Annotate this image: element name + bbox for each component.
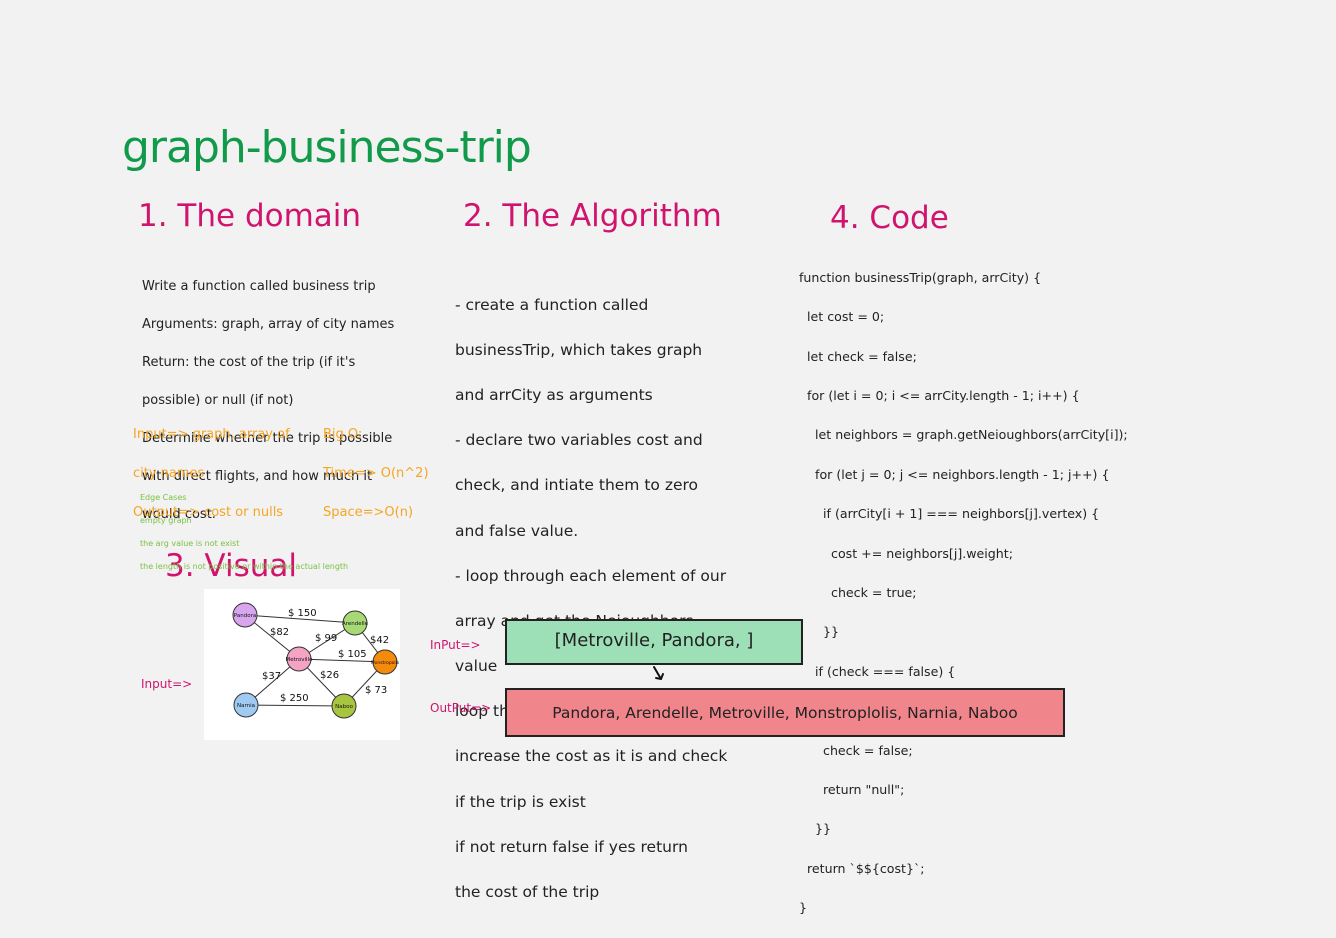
code-heading: 4. Code xyxy=(830,200,949,236)
output-value: Pandora, Arendelle, Metroville, Monstrop… xyxy=(552,703,1018,722)
code-line: let check = false; xyxy=(799,348,917,364)
code-line: let neighbors = graph.getNeioughbors(arr… xyxy=(799,427,1128,443)
algo-line: value xyxy=(455,657,498,676)
io-description: Input=> graph, array of city names Outpu… xyxy=(133,405,290,542)
edge-line: the length is not positive or within the… xyxy=(140,561,349,571)
algo-line: and arrCity as arguments xyxy=(455,385,653,404)
algo-line: increase the cost as it is and check xyxy=(455,747,728,766)
edge-line: empty graph xyxy=(140,515,192,525)
edge-metroville-monstropolis xyxy=(298,658,386,663)
code-line: for (let i = 0; i <= arrCity.length - 1;… xyxy=(799,387,1080,403)
bigo-line: Time=> O(n^2) xyxy=(323,465,429,481)
edge-label: $ 250 xyxy=(280,693,309,704)
input-label: InPut=> xyxy=(430,638,481,652)
bigo-line: Space=>O(n) xyxy=(323,504,414,520)
svg-text:Arendelle: Arendelle xyxy=(342,621,369,627)
domain-line: possible) or null (if not) xyxy=(142,393,294,408)
big-o: Big O: Time=> O(n^2) Space=>O(n) xyxy=(323,405,429,542)
code-line: check = true; xyxy=(799,584,917,600)
algo-line: if the trip is exist xyxy=(455,792,586,811)
edge-line: the arg value is not exist xyxy=(140,538,240,548)
edge-label: $ 99 xyxy=(315,633,337,644)
node-monstropolis: Monstropolis xyxy=(371,649,400,675)
algo-line: if not return false if yes return xyxy=(455,837,688,856)
arrow-down-icon xyxy=(653,666,664,681)
domain-line: Return: the cost of the trip (if it's xyxy=(142,355,356,370)
edge-label: $42 xyxy=(370,635,389,646)
svg-text:Narnia: Narnia xyxy=(237,703,255,709)
graph-diagram: $ 150 $82 $ 99 $42 $ 105 $37 $26 $ 250 $… xyxy=(204,589,400,740)
code-line: }} xyxy=(799,624,840,640)
svg-text:Monstropolis: Monstropolis xyxy=(371,660,400,666)
domain-heading: 1. The domain xyxy=(138,198,362,234)
code-line: cost += neighbors[j].weight; xyxy=(799,545,1013,561)
code-line: let cost = 0; xyxy=(799,309,885,325)
domain-line: with direct flights, and how much it xyxy=(142,469,373,484)
visual-input-label: Input=> xyxy=(141,677,193,691)
input-value: [Metroville, Pandora, ] xyxy=(554,629,754,651)
code-line: return `$${cost}`; xyxy=(799,860,925,876)
edge-cases: Edge Cases empty graph the arg value is … xyxy=(140,480,348,584)
node-naboo: Naboo xyxy=(331,693,357,719)
page-title: graph-business-trip xyxy=(122,122,532,173)
io-line: Input=> graph, array of xyxy=(133,426,290,442)
code-line: check = false; xyxy=(799,742,913,758)
edge-line: Edge Cases xyxy=(140,492,187,502)
algorithm-description: - create a function called businessTrip,… xyxy=(455,271,727,926)
domain-line: would cost. xyxy=(142,507,216,522)
algo-line: check, and intiate them to zero xyxy=(455,476,699,495)
code-line: } xyxy=(799,900,808,916)
algo-line: - declare two variables cost and xyxy=(455,431,703,450)
svg-text:Naboo: Naboo xyxy=(335,704,353,710)
bigo-line: Big O: xyxy=(323,426,363,442)
code-line: if (check === false) { xyxy=(799,663,956,679)
io-line: city names xyxy=(133,465,205,481)
code-line: if (arrCity[i + 1] === neighbors[j].vert… xyxy=(799,506,1100,522)
algo-line: - loop through each element of our xyxy=(455,566,727,585)
domain-line: Determine whether the trip is possible xyxy=(142,431,393,446)
edge-label: $37 xyxy=(262,671,281,682)
code-line: return "null"; xyxy=(799,781,905,797)
svg-text:Metroville: Metroville xyxy=(285,657,313,663)
svg-text:Pandora: Pandora xyxy=(234,613,256,619)
edge-label: $ 73 xyxy=(365,685,387,696)
code-line: function businessTrip(graph, arrCity) { xyxy=(799,269,1042,285)
domain-line: Write a function called business trip xyxy=(142,279,376,294)
node-arendelle: Arendelle xyxy=(342,610,369,636)
io-line: Output=> cost or nulls xyxy=(133,504,284,520)
edge-label: $82 xyxy=(270,627,289,638)
edge-narnia-naboo xyxy=(245,704,345,707)
algo-line: the cost of the trip xyxy=(455,883,600,902)
output-label: OutPut=> xyxy=(430,701,492,715)
output-box: Pandora, Arendelle, Metroville, Monstrop… xyxy=(505,688,1065,737)
node-pandora: Pandora xyxy=(232,602,258,628)
edge-label: $ 150 xyxy=(288,608,317,619)
code-line: }} xyxy=(799,821,832,837)
algo-line: businessTrip, which takes graph xyxy=(455,340,703,359)
code-line: for (let j = 0; j <= neighbors.length - … xyxy=(799,466,1110,482)
edge-label: $26 xyxy=(320,670,339,681)
algo-line: - create a function called xyxy=(455,295,649,314)
domain-line: Arguments: graph, array of city names xyxy=(142,317,395,332)
visual-heading: 3. Visual xyxy=(165,548,297,584)
algorithm-heading: 2. The Algorithm xyxy=(463,198,722,234)
input-box: [Metroville, Pandora, ] xyxy=(505,619,803,665)
edge-label: $ 105 xyxy=(338,649,367,660)
node-narnia: Narnia xyxy=(233,692,259,718)
graph-svg: $ 150 $82 $ 99 $42 $ 105 $37 $26 $ 250 $… xyxy=(232,602,400,719)
algo-line: and false value. xyxy=(455,521,579,540)
node-metroville: Metroville xyxy=(285,646,313,672)
domain-description: Write a function called business trip Ar… xyxy=(142,258,394,543)
edge-pandora-arendelle xyxy=(244,614,356,624)
code-block: function businessTrip(graph, arrCity) { … xyxy=(799,248,1128,938)
